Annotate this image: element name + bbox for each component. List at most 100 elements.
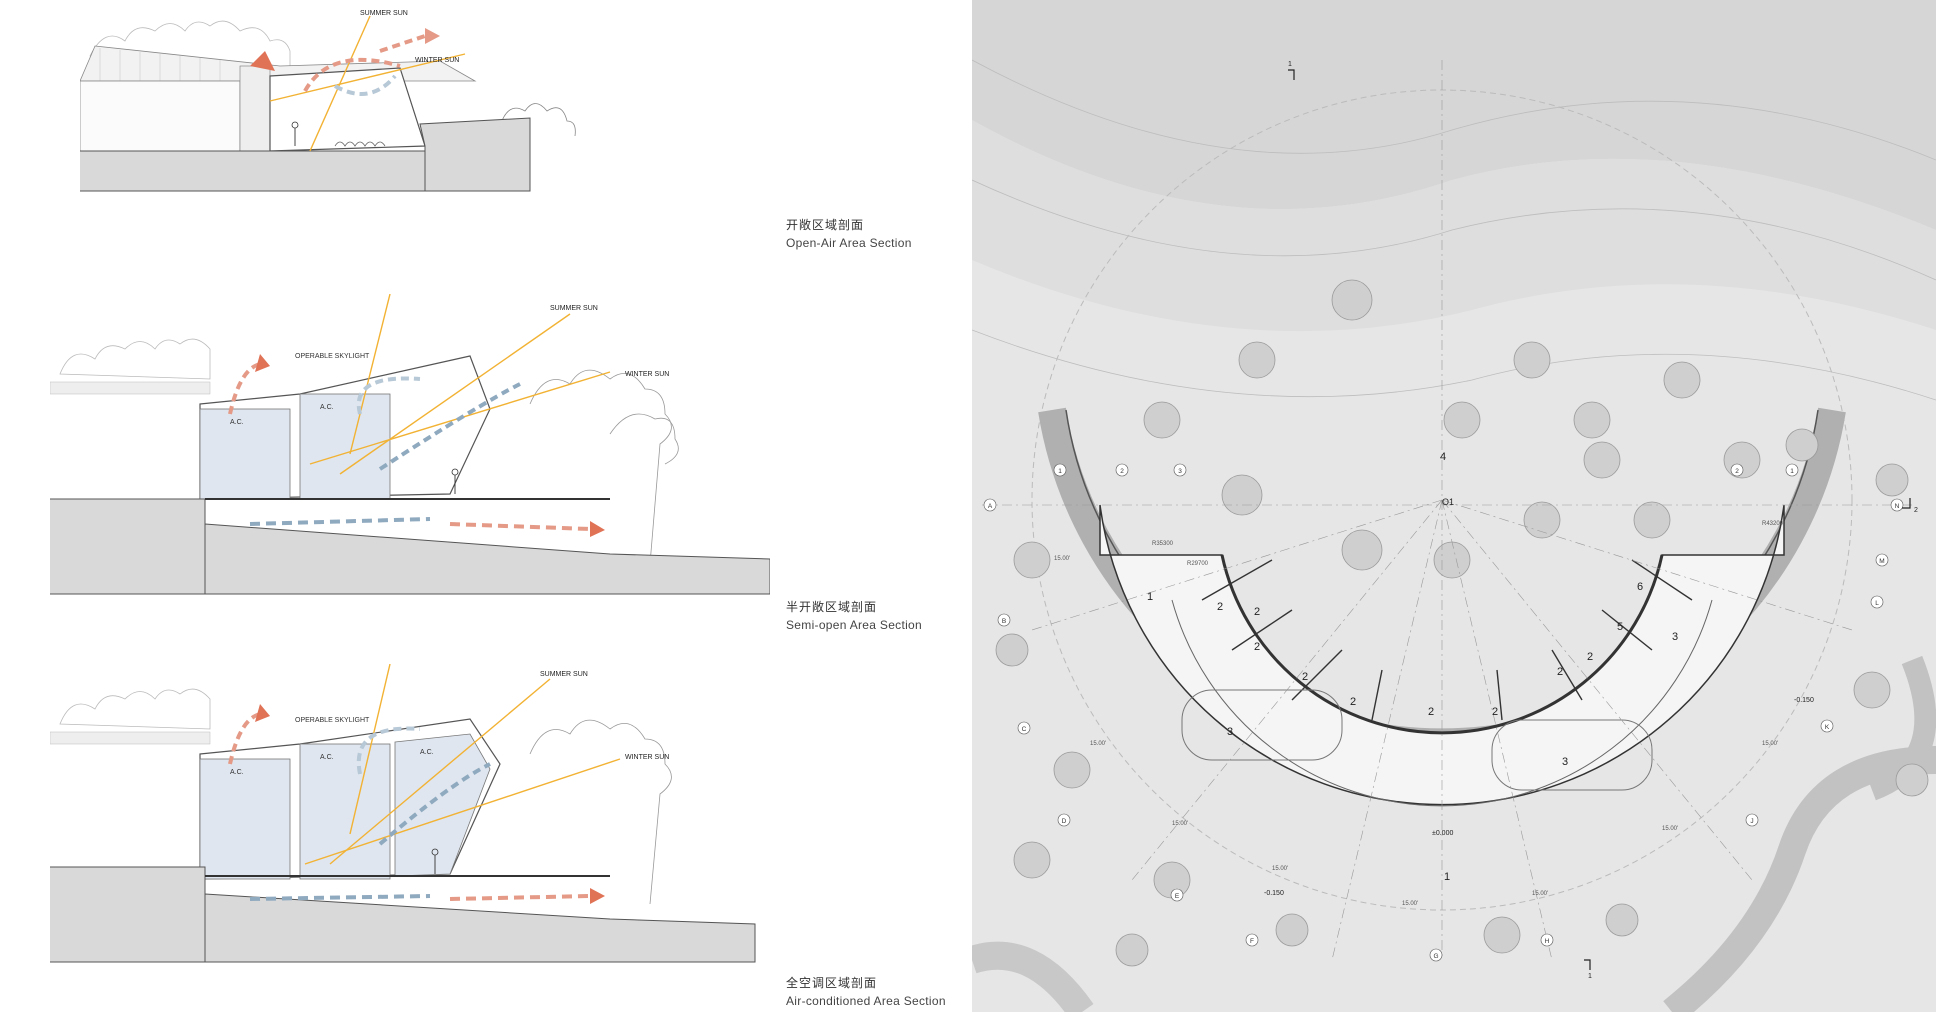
skylight-label: OPERABLE SKYLIGHT [295, 353, 370, 360]
section-mark-right: 2 [1914, 507, 1918, 514]
dim-5: 15.00' [1402, 901, 1418, 907]
background-trees [89, 20, 291, 92]
dim-8: 15.00' [1762, 741, 1778, 747]
underfloor-air-arrow [249, 517, 431, 526]
underfloor-air-arrow [249, 894, 431, 901]
ac-label-1: A.C. [230, 419, 244, 426]
room-label-2h: 2 [1557, 666, 1563, 678]
grid-d: D [1062, 818, 1067, 825]
grid-k: K [1825, 724, 1830, 731]
room-label-2a: 2 [1217, 601, 1223, 613]
room-label-2i: 2 [1587, 651, 1593, 663]
background-trees [59, 338, 211, 380]
open-air-caption-zh: 开敞区域剖面 [786, 218, 865, 232]
room-label-2e: 2 [1350, 696, 1356, 708]
room-label-2d: 2 [1302, 671, 1308, 683]
conditioned-zone-c [394, 733, 491, 877]
radius-a: R43200 [1762, 521, 1784, 527]
grid-b: B [1002, 618, 1006, 625]
level-east: -0.150 [1794, 697, 1814, 704]
open-air-caption: 开敞区域剖面 Open-Air Area Section [786, 216, 912, 250]
air-conditioned-section-drawing: A.C. A.C. A.C. SUMMER SUN WINTER SUN OPE… [50, 664, 756, 963]
ac-label-2: A.C. [320, 754, 334, 761]
site-plan-panel: 1 1 2 2 2 2 2 2 2 2 2 3 3 3 4 5 6 O1 ±0.… [972, 0, 1936, 1012]
dim-7: 15.00' [1662, 826, 1678, 832]
conditioned-zone-b [299, 743, 391, 880]
room-label-2c: 2 [1254, 641, 1260, 653]
grid-2-right: 2 [1735, 468, 1739, 475]
level-west: -0.150 [1264, 890, 1284, 897]
centre-label: O1 [1442, 497, 1454, 507]
grid-c: C [1022, 726, 1027, 733]
winter-sun-label: WINTER SUN [625, 754, 669, 761]
winter-sun-ray [304, 758, 621, 865]
winter-sun-label: WINTER SUN [415, 57, 459, 64]
winter-sun-label: WINTER SUN [625, 371, 669, 378]
semi-open-caption-en: Semi-open Area Section [786, 618, 923, 632]
hot-air-arrow [303, 57, 401, 92]
grid-n: N [1895, 503, 1900, 510]
grid-h: H [1545, 938, 1550, 945]
grid-m: M [1879, 558, 1884, 565]
radius-c: R29700 [1187, 561, 1209, 567]
room-label-2b: 2 [1254, 606, 1260, 618]
grid-f: F [1250, 938, 1254, 945]
summer-sun-ray [329, 678, 551, 865]
semi-open-caption: 半开敞区域剖面 Semi-open Area Section [786, 598, 922, 632]
summer-sun-label: SUMMER SUN [550, 305, 598, 312]
room-label-3c: 3 [1672, 631, 1678, 643]
room-label-1b: 1 [1444, 871, 1450, 883]
summer-sun-ray [339, 313, 571, 475]
grid-j: J [1750, 818, 1753, 825]
dim-1: 15.00' [1054, 556, 1070, 562]
room-label-5: 5 [1617, 621, 1623, 633]
room-label-6: 6 [1637, 581, 1643, 593]
section-mark-top: 1 [1288, 61, 1292, 68]
summer-sun-label: SUMMER SUN [360, 10, 408, 17]
air-conditioned-caption: 全空调区域剖面 Air-conditioned Area Section [786, 974, 946, 1008]
open-air-section-drawing: SUMMER SUN WINTER SUN [80, 10, 576, 192]
site-plan-drawing: 1 1 2 2 2 2 2 2 2 2 2 3 3 3 4 5 6 O1 ±0.… [972, 0, 1936, 1012]
conditioned-zone-b [299, 393, 391, 500]
glazed-hall [269, 67, 426, 152]
room-label-2g: 2 [1492, 706, 1498, 718]
room-label-4: 4 [1440, 451, 1446, 463]
dim-3: 15.00' [1172, 821, 1188, 827]
winter-sun-ray [269, 53, 466, 102]
background-trees [59, 688, 211, 730]
grid-l: L [1875, 600, 1879, 607]
dim-2: 15.00' [1090, 741, 1106, 747]
grid-3: 3 [1178, 468, 1182, 475]
open-air-caption-en: Open-Air Area Section [786, 236, 912, 250]
dim-6: 15.00' [1532, 891, 1548, 897]
grid-a: A [988, 503, 993, 510]
room-label-2f: 2 [1428, 706, 1434, 718]
ac-label-3: A.C. [420, 749, 434, 756]
ac-label-2: A.C. [320, 404, 334, 411]
conditioned-zone-a [199, 408, 291, 500]
room-label-3a: 3 [1227, 726, 1233, 738]
grid-g: G [1433, 953, 1438, 960]
sections-panel: SUMMER SUN WINTER SUN 开敞区域剖面 Open-Air Ar… [50, 10, 946, 1008]
radius-b: R35300 [1152, 541, 1174, 547]
room-label-3b: 3 [1562, 756, 1568, 768]
summer-sun-label: SUMMER SUN [540, 671, 588, 678]
ground [50, 498, 206, 595]
semi-open-caption-zh: 半开敞区域剖面 [786, 600, 878, 614]
wall-block [80, 80, 241, 152]
grid-2: 2 [1120, 468, 1124, 475]
section-mark-bottom: 1 [1588, 973, 1592, 980]
skylight-label: OPERABLE SKYLIGHT [295, 717, 370, 724]
semi-open-section-drawing: A.C. A.C. SUMMER SUN WINTER SUN OPERABLE… [50, 294, 770, 595]
grid-1-right: 1 [1790, 468, 1794, 475]
grid-1: 1 [1058, 468, 1062, 475]
conditioned-zone-a [199, 758, 291, 880]
dim-4: 15.00' [1272, 866, 1288, 872]
air-conditioned-caption-zh: 全空调区域剖面 [786, 976, 878, 990]
ground [50, 866, 206, 963]
grid-e: E [1175, 893, 1180, 900]
room-label-1a: 1 [1147, 591, 1153, 603]
ac-label-1: A.C. [230, 769, 244, 776]
access-road [1663, 746, 1936, 1012]
air-conditioned-caption-en: Air-conditioned Area Section [786, 994, 946, 1008]
